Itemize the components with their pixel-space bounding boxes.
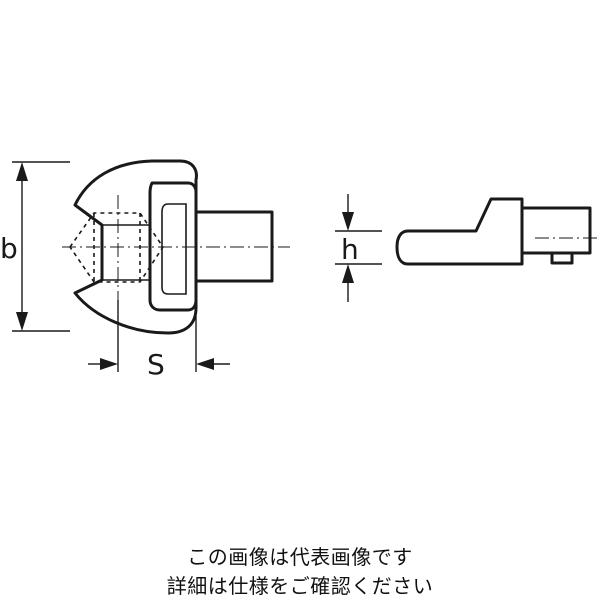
dimension-h-arrow-top [342, 212, 354, 231]
side-shank [520, 206, 592, 255]
dimension-h-arrow-bottom [342, 264, 354, 283]
dimension-s-arrow-left [100, 358, 118, 370]
dimension-b: b [0, 161, 70, 332]
dimension-b-arrow-top [16, 162, 28, 181]
caption-representative-image: この画像は代表画像です [187, 545, 413, 569]
dimension-b-label: b [0, 232, 18, 265]
caption-check-specifications: 詳細は仕様をご確認ください [166, 574, 434, 598]
clamp-frame-inner [161, 203, 187, 295]
side-view [395, 197, 598, 266]
dimension-b-arrow-bottom [16, 312, 28, 331]
dimension-h: h [335, 194, 382, 302]
jaw-opening [102, 224, 150, 281]
front-view [62, 159, 290, 335]
dimension-s-label: S [147, 348, 165, 381]
side-body [395, 197, 524, 266]
dimension-s: S [88, 300, 230, 381]
side-pin [550, 251, 574, 265]
dimension-s-arrow-right [196, 358, 214, 370]
dimension-h-label: h [341, 233, 359, 266]
